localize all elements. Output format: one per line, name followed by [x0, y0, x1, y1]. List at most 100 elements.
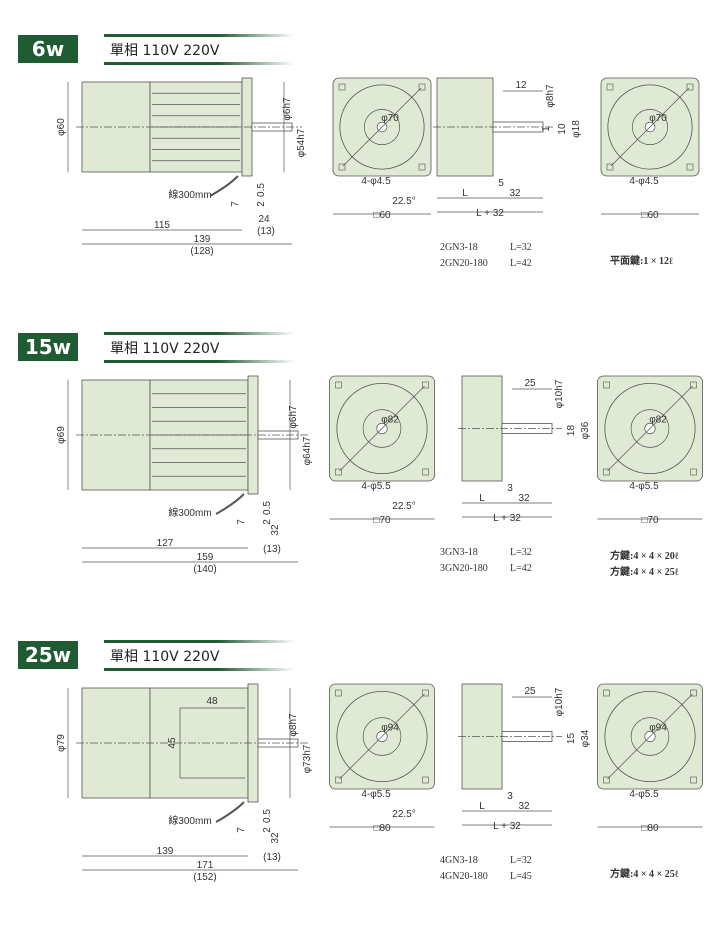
mounting-hole	[686, 163, 694, 171]
mounting-hole	[338, 83, 346, 91]
gear-model-row: 3GN20-180 L=42	[440, 563, 532, 574]
mounting-hole	[422, 381, 429, 389]
shaft-key-spec: 方鍵:4 × 4 × 20ℓ	[610, 551, 679, 562]
model-name: 2GN20-180	[440, 258, 488, 269]
drawing-line	[342, 87, 422, 167]
dimension-label: 32	[518, 801, 530, 812]
mounting-hole	[603, 468, 610, 476]
pilot-circle	[336, 690, 428, 783]
voltage-subtitle: 單相 110V 220V	[110, 43, 220, 59]
dimension-label: 171	[197, 860, 214, 871]
dimension-label: 線300mm	[168, 506, 211, 519]
shaft-key-spec: 方鍵:4 × 4 × 25ℓ	[610, 869, 679, 880]
model-length: L=42	[510, 258, 532, 269]
model-length: L=45	[510, 871, 532, 882]
dimension-label: φ94	[649, 723, 667, 734]
mounting-hole	[603, 689, 610, 697]
dimension-label: φ36	[580, 421, 591, 439]
dimension-label: 2	[256, 201, 267, 207]
dimension-label: □60	[373, 210, 391, 221]
model-name: 4GN20-180	[440, 871, 488, 882]
mounting-hole	[335, 381, 342, 389]
mounting-hole	[603, 776, 610, 784]
dimension-label: L + 32	[476, 208, 504, 219]
dimension-label: (13)	[263, 544, 281, 555]
shaft-key-spec: 平面鍵:1 × 12ℓ	[610, 256, 673, 267]
dimension-label: φ54h7	[296, 128, 307, 157]
dimension-label: 24	[258, 214, 270, 225]
dimension-label: φ8h7	[545, 84, 556, 108]
hub-circle	[364, 109, 400, 145]
dimension-label: 7	[236, 519, 247, 525]
dimension-label: 線300mm	[168, 188, 211, 201]
hub-circle	[362, 717, 402, 756]
dimension-label: 0.5	[262, 501, 273, 515]
dimension-label: 45	[167, 737, 178, 749]
mounting-hole	[690, 468, 697, 476]
dimension-label: 4-φ5.5	[361, 481, 391, 492]
dimension-label: (13)	[263, 852, 281, 863]
voltage-subtitle: 單相 110V 220V	[110, 341, 220, 357]
pilot-circle	[604, 690, 696, 783]
header-rule	[104, 332, 294, 335]
dimension-label: 4-φ5.5	[361, 789, 391, 800]
shaft-key-spec: 方鍵:4 × 4 × 25ℓ	[610, 567, 679, 578]
hub-circle	[630, 717, 670, 756]
dimension-label: (140)	[193, 564, 216, 575]
drawing-line	[607, 693, 693, 780]
gearbox-side-view	[436, 77, 494, 177]
wattage-badge: 6w	[18, 35, 78, 63]
dimension-label: 線300mm	[168, 814, 211, 827]
dimension-label: φ82	[649, 415, 667, 426]
dimension-label: φ69	[56, 426, 67, 444]
dimension-label: 4-φ5.5	[629, 481, 659, 492]
mounting-hole	[418, 163, 426, 171]
pilot-circle	[607, 84, 693, 170]
drawing-line	[610, 87, 690, 167]
mounting-hole	[422, 468, 429, 476]
model-name: 3GN3-18	[440, 547, 478, 558]
dimension-label: 139	[157, 846, 174, 857]
model-length: L=32	[510, 855, 532, 866]
dimension-label: 22.5°	[392, 501, 415, 512]
dimension-label: φ82	[381, 415, 399, 426]
dimension-label: φ94	[381, 723, 399, 734]
lead-wire	[215, 801, 245, 823]
dimension-label: 4-φ4.5	[361, 176, 391, 187]
model-length: L=42	[510, 563, 532, 574]
mounting-hole	[690, 381, 697, 389]
model-name: 4GN3-18	[440, 855, 478, 866]
header-rule	[104, 62, 294, 65]
dimension-label: φ10h7	[554, 687, 565, 716]
mounting-hole	[606, 163, 614, 171]
dimension-label: 25	[524, 378, 536, 389]
dimension-label: 4-φ5.5	[629, 789, 659, 800]
dimension-label: L	[479, 801, 485, 812]
gear-model-row: 2GN20-180 L=42	[440, 258, 532, 269]
pilot-circle	[604, 382, 696, 475]
dimension-label: 12	[515, 80, 527, 91]
wattage-badge: 15w	[18, 333, 78, 361]
hub-circle	[632, 109, 668, 145]
dimension-label: L + 32	[493, 513, 521, 524]
dimension-label: 2	[262, 827, 273, 833]
voltage-subtitle: 單相 110V 220V	[110, 649, 220, 665]
dimension-label: (13)	[257, 226, 275, 237]
dimension-label: φ18	[571, 120, 582, 138]
dimension-label: φ70	[649, 113, 667, 124]
header-rule	[104, 360, 294, 363]
dimension-label: φ64h7	[302, 436, 313, 465]
lead-wire	[215, 493, 245, 515]
dimension-label: 10	[557, 123, 568, 135]
model-length: L=32	[510, 242, 532, 253]
dimension-label: 2	[262, 519, 273, 525]
dimension-label: 3	[507, 791, 513, 802]
dimension-label: φ6h7	[282, 97, 293, 121]
dimension-label: 159	[197, 552, 214, 563]
model-name: 3GN20-180	[440, 563, 488, 574]
dimension-label: 0.5	[256, 183, 267, 197]
